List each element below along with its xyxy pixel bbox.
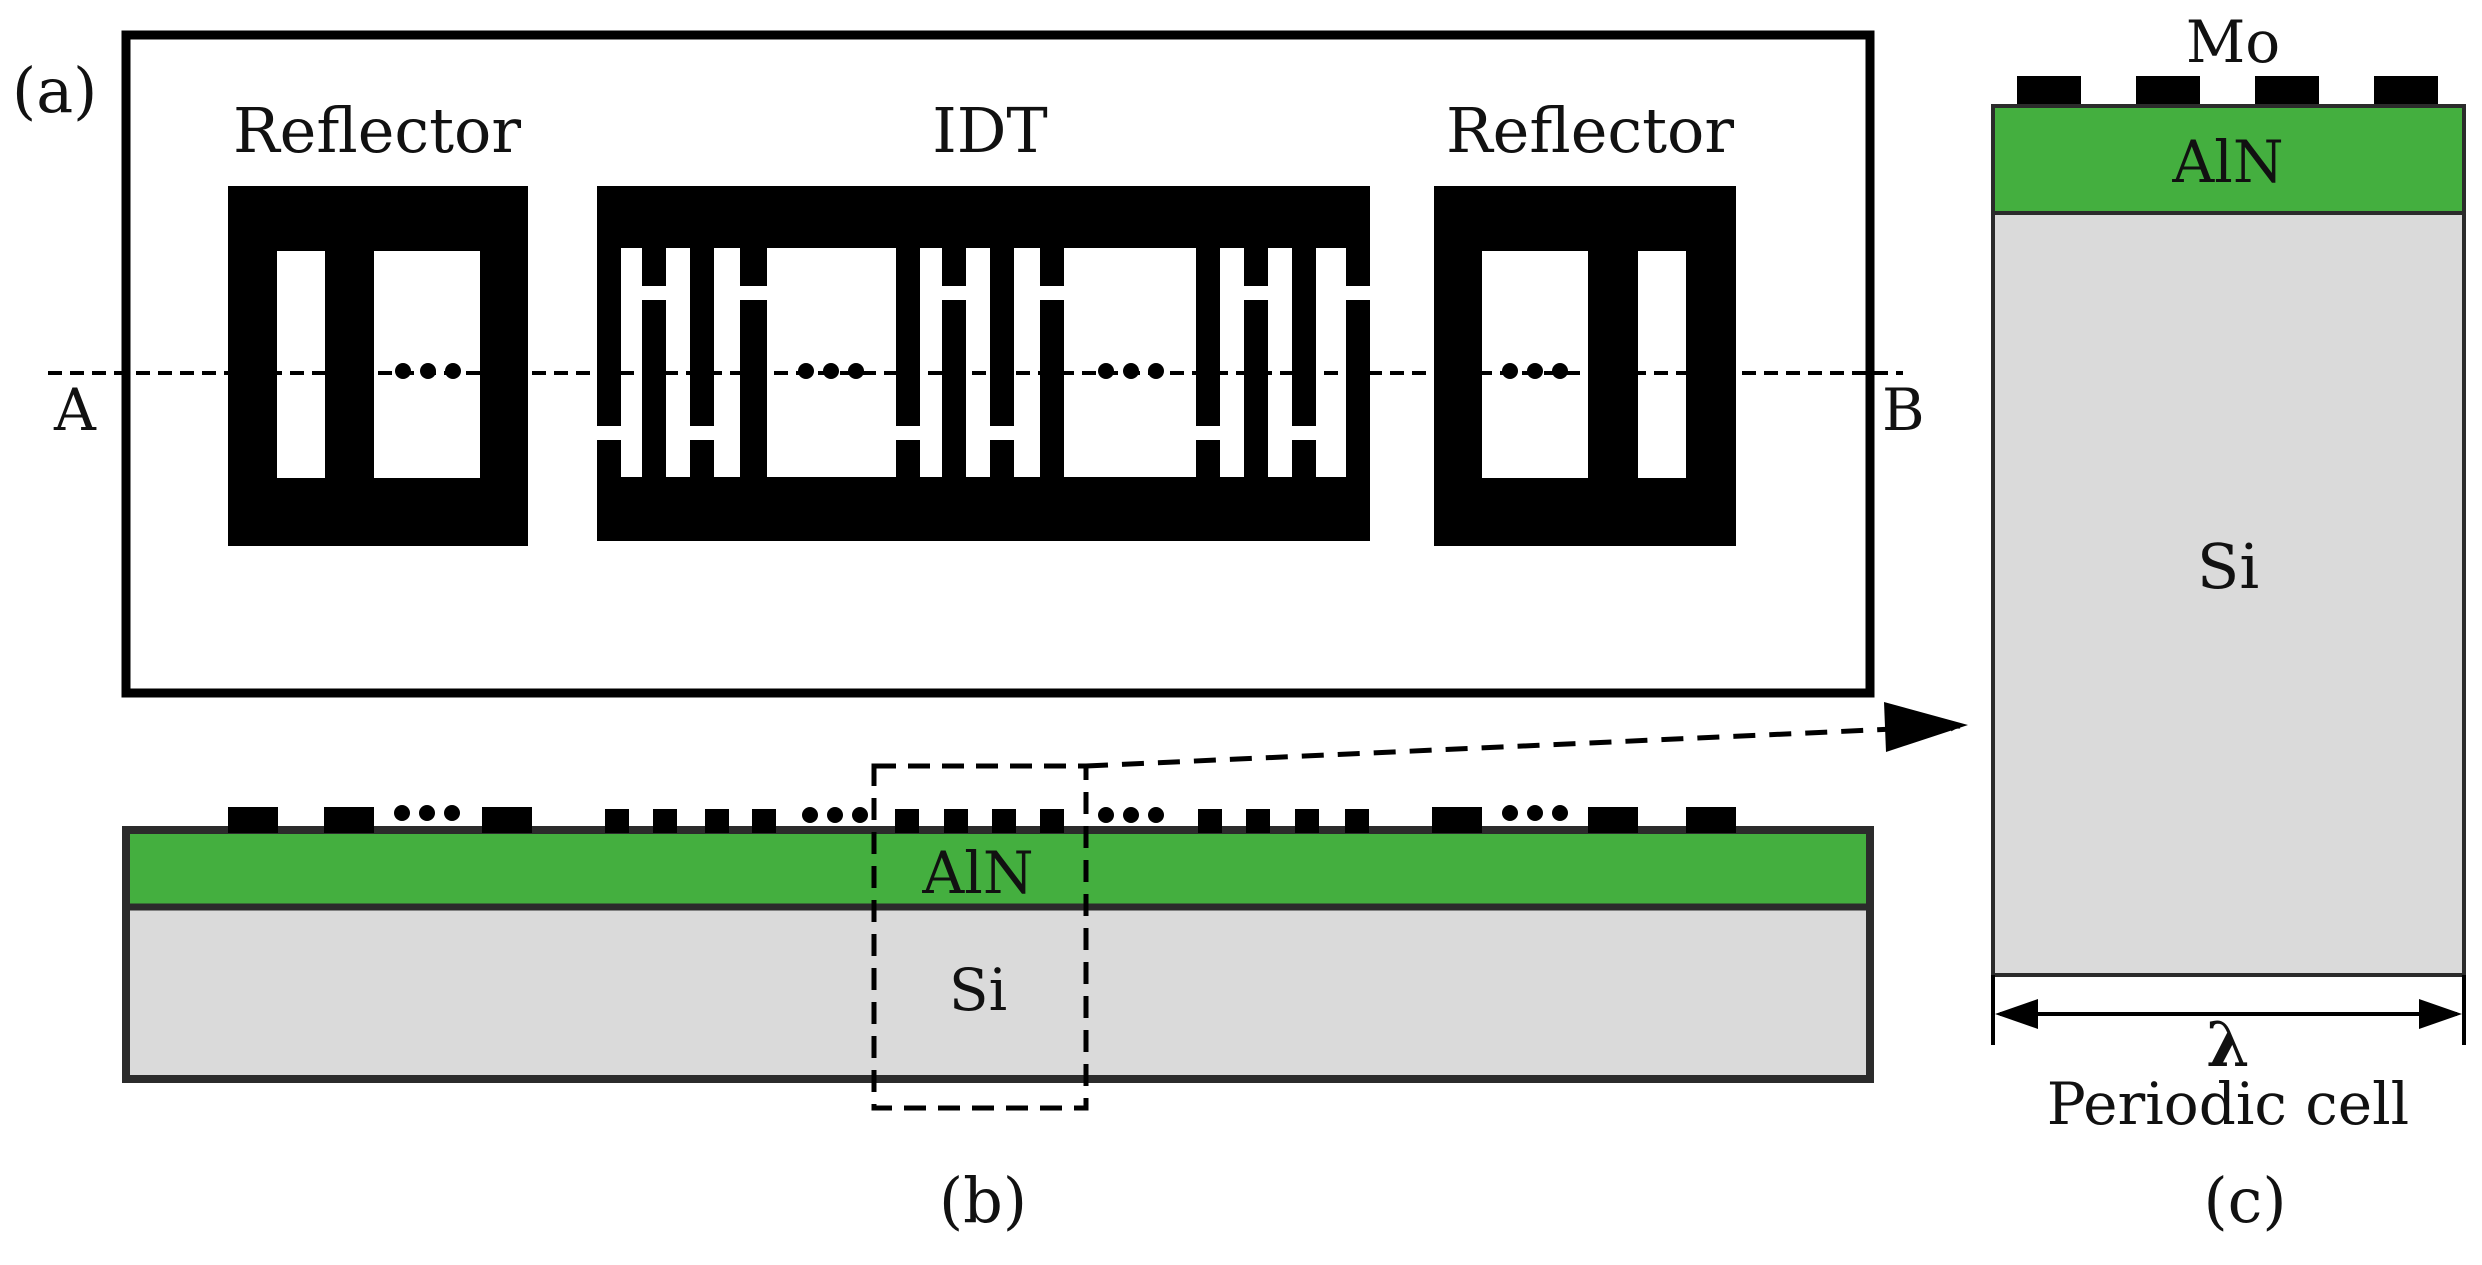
electrodes-b xyxy=(228,807,1736,833)
idt: IDT xyxy=(597,94,1370,541)
aln-label-b: AlN xyxy=(921,839,1033,907)
section-label-a: A xyxy=(53,376,97,444)
idt-bottom-busbar xyxy=(597,477,1370,541)
aln-layer-b xyxy=(126,830,1870,907)
si-label-c: Si xyxy=(2197,530,2259,603)
electrodes-c xyxy=(2017,76,2438,106)
panel-c: Mo AlN Si λ Periodic cell (c) xyxy=(1991,8,2466,1237)
panel-b-label: (b) xyxy=(939,1164,1027,1237)
reflector-left: Reflector xyxy=(228,94,528,546)
mo-label: Mo xyxy=(2186,8,2280,76)
periodic-cell-selection xyxy=(871,763,1089,1111)
si-substrate-b xyxy=(126,907,1870,1079)
aln-layer-c xyxy=(1993,106,2464,213)
stack-outline-c xyxy=(1991,104,2466,977)
si-label-b: Si xyxy=(949,956,1007,1024)
idt-top-busbar xyxy=(597,186,1370,248)
section-label-b: B xyxy=(1882,376,1925,444)
idt-finger-gaps xyxy=(597,286,1370,440)
reflector-right-title: Reflector xyxy=(1446,94,1734,167)
panel-a: (a) Reflector IDT xyxy=(12,30,1925,698)
zoom-arrow xyxy=(1085,721,1961,769)
lambda-symbol: λ xyxy=(2206,1008,2249,1081)
reflector-right: Reflector xyxy=(1434,94,1736,546)
panel-c-label: (c) xyxy=(2203,1164,2286,1237)
reflector-left-title: Reflector xyxy=(233,94,521,167)
panel-a-label: (a) xyxy=(12,54,97,127)
period-dimension xyxy=(1991,975,2466,1045)
panel-b: AlN Si (b) xyxy=(122,702,1968,1237)
aln-label-c: AlN xyxy=(2171,128,2283,196)
periodic-cell-caption: Periodic cell xyxy=(2047,1070,2409,1138)
si-substrate-c xyxy=(1993,213,2464,975)
zoom-arrow-head xyxy=(1884,702,1968,752)
idt-fingers xyxy=(597,248,1370,477)
idt-title: IDT xyxy=(932,94,1048,167)
ellipsis-dots xyxy=(394,805,1568,823)
